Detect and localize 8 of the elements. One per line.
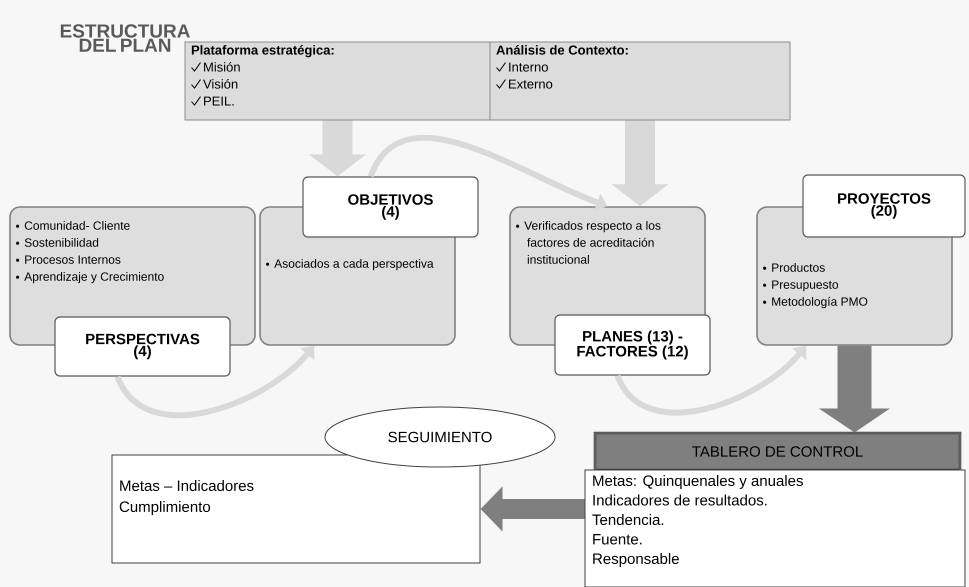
title-box: OBJETIVOS (4) xyxy=(302,176,479,238)
title-box: PERSPECTIVAS (4) xyxy=(54,316,231,377)
title-box: PROYECTOS (20) xyxy=(802,174,966,238)
info-box: Plataforma estratégica: Misión Visión PEIL. xyxy=(184,42,490,120)
info-box: Análisis de Contexto: Interno Externo xyxy=(490,42,790,120)
list-box: Metas: Quinquenales y anuales Indicadores de resultados. Tendencia. Fuente. Responsable xyxy=(584,470,966,587)
oval-label: SEGUIMIENTO xyxy=(324,406,556,468)
title-box: PLANES (13) - FACTORES (12) xyxy=(554,314,711,376)
